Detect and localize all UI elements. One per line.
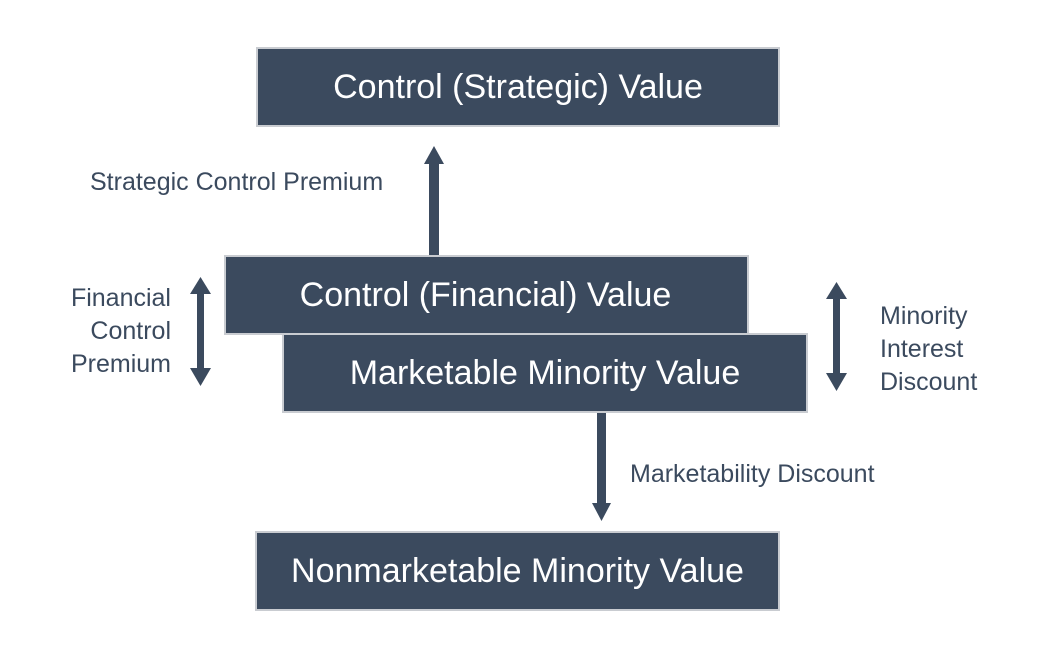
- control-financial-value-label: Control (Financial) Value: [299, 275, 672, 314]
- minority-interest-discount-line-1: Minority: [880, 302, 968, 330]
- marketable-minority-value-box: Marketable Minority Value: [282, 333, 808, 413]
- marketability-discount-arrow: [592, 412, 611, 521]
- financial-control-premium-label: Financial Control Premium: [40, 282, 171, 381]
- control-strategic-value-box: Control (Strategic) Value: [256, 47, 780, 127]
- control-strategic-value-label: Control (Strategic) Value: [333, 67, 703, 106]
- strategic-control-premium-arrow: [424, 146, 444, 256]
- marketable-minority-value-label: Marketable Minority Value: [349, 353, 741, 392]
- strategic-control-premium-label: Strategic Control Premium: [90, 168, 384, 196]
- financial-control-premium-line-2: Control: [90, 317, 171, 345]
- financial-control-premium-line-1: Financial: [70, 284, 171, 312]
- minority-interest-discount-arrow: [826, 282, 847, 391]
- nonmarketable-minority-value-label: Nonmarketable Minority Value: [291, 551, 744, 590]
- marketability-discount-label: Marketability Discount: [630, 460, 875, 488]
- financial-control-premium-line-3: Premium: [70, 350, 171, 378]
- financial-control-premium-arrow: [190, 277, 211, 386]
- minority-interest-discount-label: Minority Interest Discount: [880, 300, 977, 399]
- minority-interest-discount-line-2: Interest: [880, 335, 964, 363]
- nonmarketable-minority-value-box: Nonmarketable Minority Value: [255, 531, 780, 611]
- minority-interest-discount-line-3: Discount: [880, 368, 978, 396]
- control-financial-value-box: Control (Financial) Value: [224, 255, 749, 335]
